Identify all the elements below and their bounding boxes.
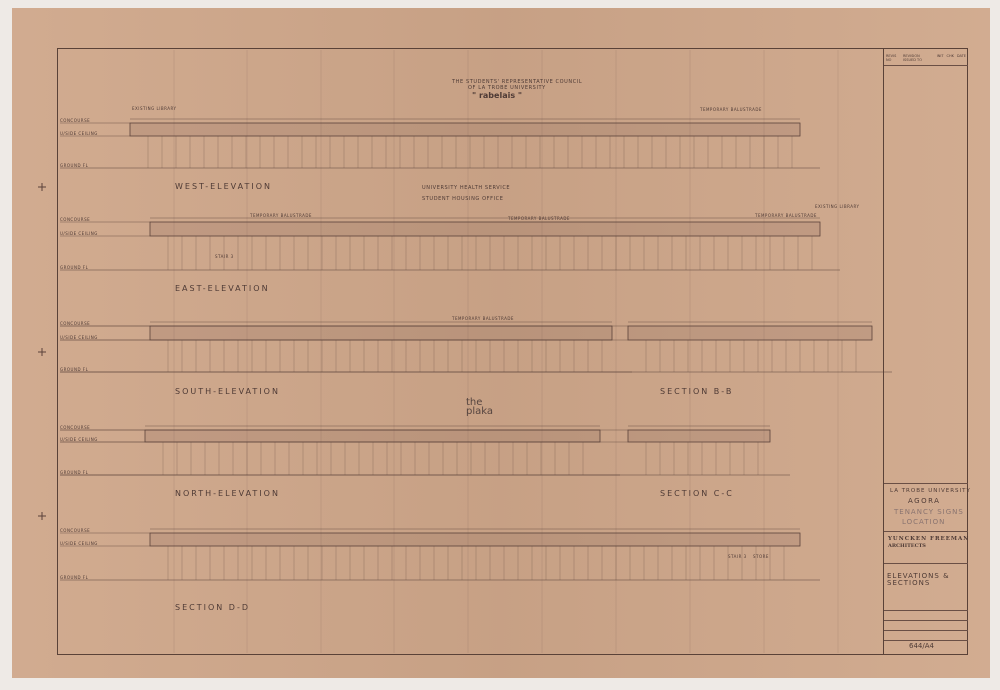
level-label: CONCOURSE — [60, 425, 91, 430]
level-label: U/SIDE CEILING — [60, 231, 98, 236]
subject-line-1: TENANCY SIGNS — [894, 508, 964, 516]
concourse-slab — [149, 325, 613, 341]
view-label-south: SOUTH-ELEVATION — [175, 387, 280, 396]
architect-line-2: ARCHITECTS — [888, 543, 926, 549]
level-label: U/SIDE CEILING — [60, 131, 98, 136]
rev-header: DATE — [956, 54, 966, 58]
sheet-title-line-2: SECTIONS — [887, 579, 931, 587]
store-note: STORE — [753, 554, 769, 559]
project-name: AGORA — [908, 497, 941, 505]
balustrade-note: TEMPORARY BALUSTRADE — [700, 107, 762, 112]
view-label-north: NORTH-ELEVATION — [175, 489, 280, 498]
view-label-west: WEST-ELEVATION — [175, 182, 272, 191]
title-block: REVIS NO REVISION ISSUED TO INIT CHK DAT… — [883, 48, 971, 655]
balustrade-note: TEMPORARY BALUSTRADE — [755, 213, 817, 218]
rev-header: REVIS NO — [886, 54, 897, 62]
rabelais-council-text: THE STUDENTS' REPRESENTATIVE COUNCIL — [452, 79, 583, 85]
rabelais-name: " rabelais " — [472, 91, 523, 100]
balustrade-note: TEMPORARY BALUSTRADE — [508, 216, 570, 221]
balustrade-note: TEMPORARY BALUSTRADE — [250, 213, 312, 218]
housing-office-text: STUDENT HOUSING OFFICE — [422, 196, 504, 202]
concourse-slab — [129, 122, 801, 137]
rabelais-university-text: OF LA TROBE UNIVERSITY — [468, 85, 546, 91]
client-name: LA TROBE UNIVERSITY — [890, 488, 971, 494]
concourse-slab — [149, 532, 801, 547]
drawing-number: 644/A4 — [909, 642, 934, 650]
sheet-title-line-1: ELEVATIONS & — [887, 572, 950, 580]
concourse-slab — [144, 429, 601, 443]
existing-library-note: EXISTING LIBRARY — [132, 106, 177, 111]
concourse-slab — [627, 429, 771, 443]
view-label-section-dd: SECTION D-D — [175, 603, 250, 612]
stair-note: STAIR 3 — [728, 554, 747, 559]
rev-header: REVISION ISSUED TO — [903, 54, 922, 62]
concourse-slab — [149, 221, 821, 237]
level-label: GROUND FL — [60, 163, 89, 168]
view-label-section-cc: SECTION C-C — [660, 489, 734, 498]
level-label: GROUND FL — [60, 575, 89, 580]
level-label: U/SIDE CEILING — [60, 335, 98, 340]
health-service-text: UNIVERSITY HEALTH SERVICE — [422, 185, 511, 191]
level-label: CONCOURSE — [60, 528, 91, 533]
architect-line-1: YUNCKEN FREEMAN — [888, 536, 970, 542]
view-label-section-bb: SECTION B-B — [660, 387, 734, 396]
level-label: GROUND FL — [60, 367, 89, 372]
drawing-sheet — [12, 8, 990, 678]
existing-library-note-east: EXISTING LIBRARY — [815, 204, 860, 209]
level-label: GROUND FL — [60, 265, 89, 270]
level-label: CONCOURSE — [60, 217, 91, 222]
concourse-slab — [627, 325, 873, 341]
level-label: GROUND FL — [60, 470, 89, 475]
view-label-east: EAST-ELEVATION — [175, 284, 270, 293]
rev-header: INIT — [936, 54, 944, 58]
level-label: CONCOURSE — [60, 321, 91, 326]
level-label: U/SIDE CEILING — [60, 437, 98, 442]
balustrade-note: TEMPORARY BALUSTRADE — [452, 316, 514, 321]
level-label: CONCOURSE — [60, 118, 91, 123]
rev-header: CHK — [946, 54, 954, 58]
stair-note: STAIR 3 — [215, 254, 234, 259]
drawing-frame — [57, 48, 968, 655]
level-label: U/SIDE CEILING — [60, 541, 98, 546]
subject-line-2: LOCATION — [902, 518, 946, 526]
plaka-logo: the plaka — [466, 397, 493, 417]
